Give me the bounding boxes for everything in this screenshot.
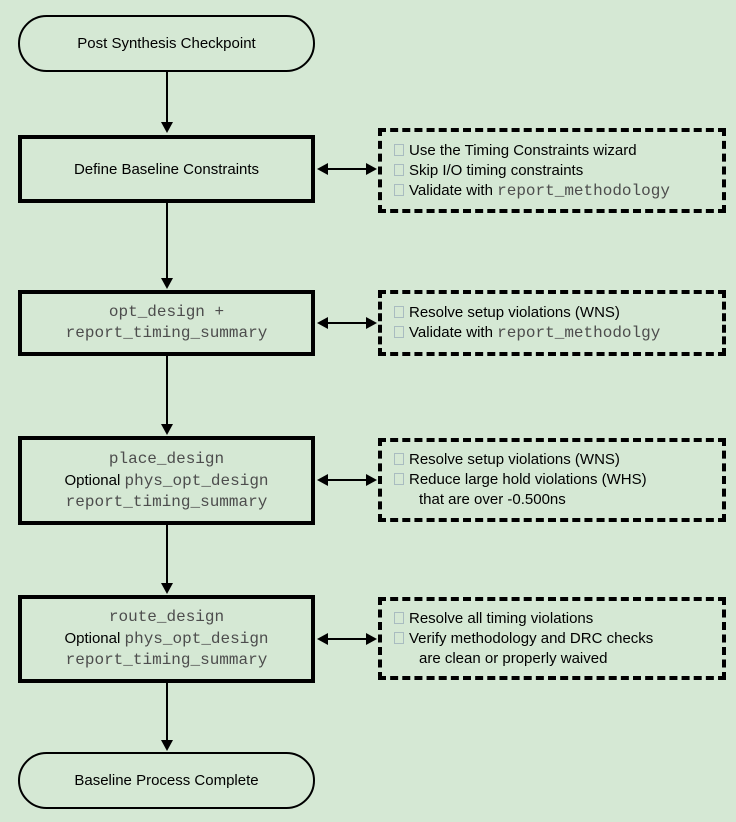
- command-name: report_timing_summary: [65, 651, 268, 669]
- connector-double-3: [317, 474, 377, 486]
- checkbox-bullet-icon: [394, 453, 404, 465]
- note-item: Reduce large hold violations (WHS): [388, 470, 716, 490]
- note-text: Verify methodology and DRC checks: [409, 629, 654, 647]
- note-opt-design: Resolve setup violations (WNS) Validate …: [378, 290, 726, 356]
- note-define-baseline-constraints: Use the Timing Constraints wizard Skip I…: [378, 128, 726, 213]
- arrow-shaft: [166, 203, 168, 280]
- checkbox-bullet-icon: [394, 306, 404, 318]
- arrow-shaft: [326, 638, 368, 640]
- arrow-shaft: [166, 525, 168, 585]
- arrow-down-icon: [161, 740, 173, 751]
- note-text: Validate with: [409, 324, 498, 341]
- connector-down-5: [161, 683, 173, 751]
- node-label: Baseline Process Complete: [74, 772, 259, 789]
- node-define-baseline-constraints: Define Baseline Constraints: [18, 135, 315, 203]
- connector-double-1: [317, 163, 377, 175]
- note-continuation: are clean or properly waived: [419, 649, 608, 667]
- command-name: phys_opt_design: [124, 471, 269, 490]
- connector-down-2: [161, 203, 173, 289]
- node-opt-design: opt_design + report_timing_summary: [18, 290, 315, 356]
- command-name: report_methodolgy: [497, 324, 661, 342]
- command-name: report_timing_summary: [65, 492, 268, 511]
- note-route-design: Resolve all timing violations Verify met…: [378, 597, 726, 680]
- command-name: phys_opt_design: [124, 630, 269, 648]
- checkbox-bullet-icon: [394, 631, 404, 644]
- note-text: Resolve all timing violations: [409, 609, 594, 627]
- node-baseline-process-complete: Baseline Process Complete: [18, 752, 315, 809]
- note-text: Use the Timing Constraints wizard: [409, 141, 637, 159]
- note-item: Validate with report_methodology: [388, 181, 716, 201]
- connector-double-4: [317, 633, 377, 645]
- checkbox-bullet-icon: [394, 163, 404, 176]
- arrow-left-icon: [317, 163, 328, 175]
- command-name: opt_design +: [108, 303, 225, 321]
- checkbox-bullet-icon: [394, 326, 404, 338]
- node-place-design: place_design Optional phys_opt_design re…: [18, 436, 315, 525]
- arrow-shaft: [166, 683, 168, 742]
- checkbox-bullet-icon: [394, 611, 404, 624]
- checkbox-bullet-icon: [394, 473, 404, 485]
- arrow-right-icon: [366, 633, 377, 645]
- checkbox-bullet-icon: [394, 143, 404, 156]
- arrow-shaft: [326, 322, 368, 324]
- node-label: Post Synthesis Checkpoint: [77, 35, 256, 52]
- arrow-shaft: [326, 168, 368, 170]
- note-item: Resolve setup violations (WNS): [388, 303, 716, 323]
- connector-down-3: [161, 356, 173, 435]
- note-item: Use the Timing Constraints wizard: [388, 141, 716, 161]
- note-item: Verify methodology and DRC checks: [388, 629, 716, 649]
- node-post-synthesis-checkpoint: Post Synthesis Checkpoint: [18, 15, 315, 72]
- command-name: report_timing_summary: [65, 324, 268, 342]
- note-place-design: Resolve setup violations (WNS) Reduce la…: [378, 438, 726, 522]
- note-text: Resolve setup violations (WNS): [409, 304, 620, 321]
- optional-label: Optional: [64, 630, 121, 647]
- arrow-shaft: [326, 479, 368, 481]
- note-text: Reduce large hold violations (WHS): [409, 471, 647, 488]
- note-text: Resolve setup violations (WNS): [409, 451, 620, 468]
- arrow-right-icon: [366, 317, 377, 329]
- arrow-shaft: [166, 356, 168, 426]
- arrow-left-icon: [317, 317, 328, 329]
- note-item: Skip I/O timing constraints: [388, 161, 716, 181]
- note-continuation: that are over -0.500ns: [419, 491, 566, 508]
- arrow-down-icon: [161, 122, 173, 133]
- note-item: Resolve all timing violations: [388, 609, 716, 629]
- arrow-shaft: [166, 72, 168, 124]
- command-name: report_methodology: [497, 181, 670, 200]
- optional-line: Optional phys_opt_design: [64, 628, 268, 650]
- note-item: Validate with report_methodolgy: [388, 323, 716, 343]
- arrow-left-icon: [317, 474, 328, 486]
- arrow-right-icon: [366, 474, 377, 486]
- arrow-down-icon: [161, 424, 173, 435]
- arrow-down-icon: [161, 583, 173, 594]
- node-label: Define Baseline Constraints: [73, 160, 260, 178]
- note-text: Validate with: [409, 181, 498, 199]
- optional-label: Optional: [64, 471, 121, 489]
- note-text: Skip I/O timing constraints: [409, 161, 584, 179]
- arrow-down-icon: [161, 278, 173, 289]
- arrow-right-icon: [366, 163, 377, 175]
- connector-double-2: [317, 317, 377, 329]
- command-name: route_design: [108, 608, 225, 626]
- arrow-left-icon: [317, 633, 328, 645]
- node-route-design: route_design Optional phys_opt_design re…: [18, 595, 315, 683]
- optional-line: Optional phys_opt_design: [64, 470, 268, 492]
- connector-down-1: [161, 72, 173, 133]
- command-name: place_design: [108, 449, 225, 468]
- checkbox-bullet-icon: [394, 183, 404, 196]
- connector-down-4: [161, 525, 173, 594]
- note-item: Resolve setup violations (WNS): [388, 450, 716, 470]
